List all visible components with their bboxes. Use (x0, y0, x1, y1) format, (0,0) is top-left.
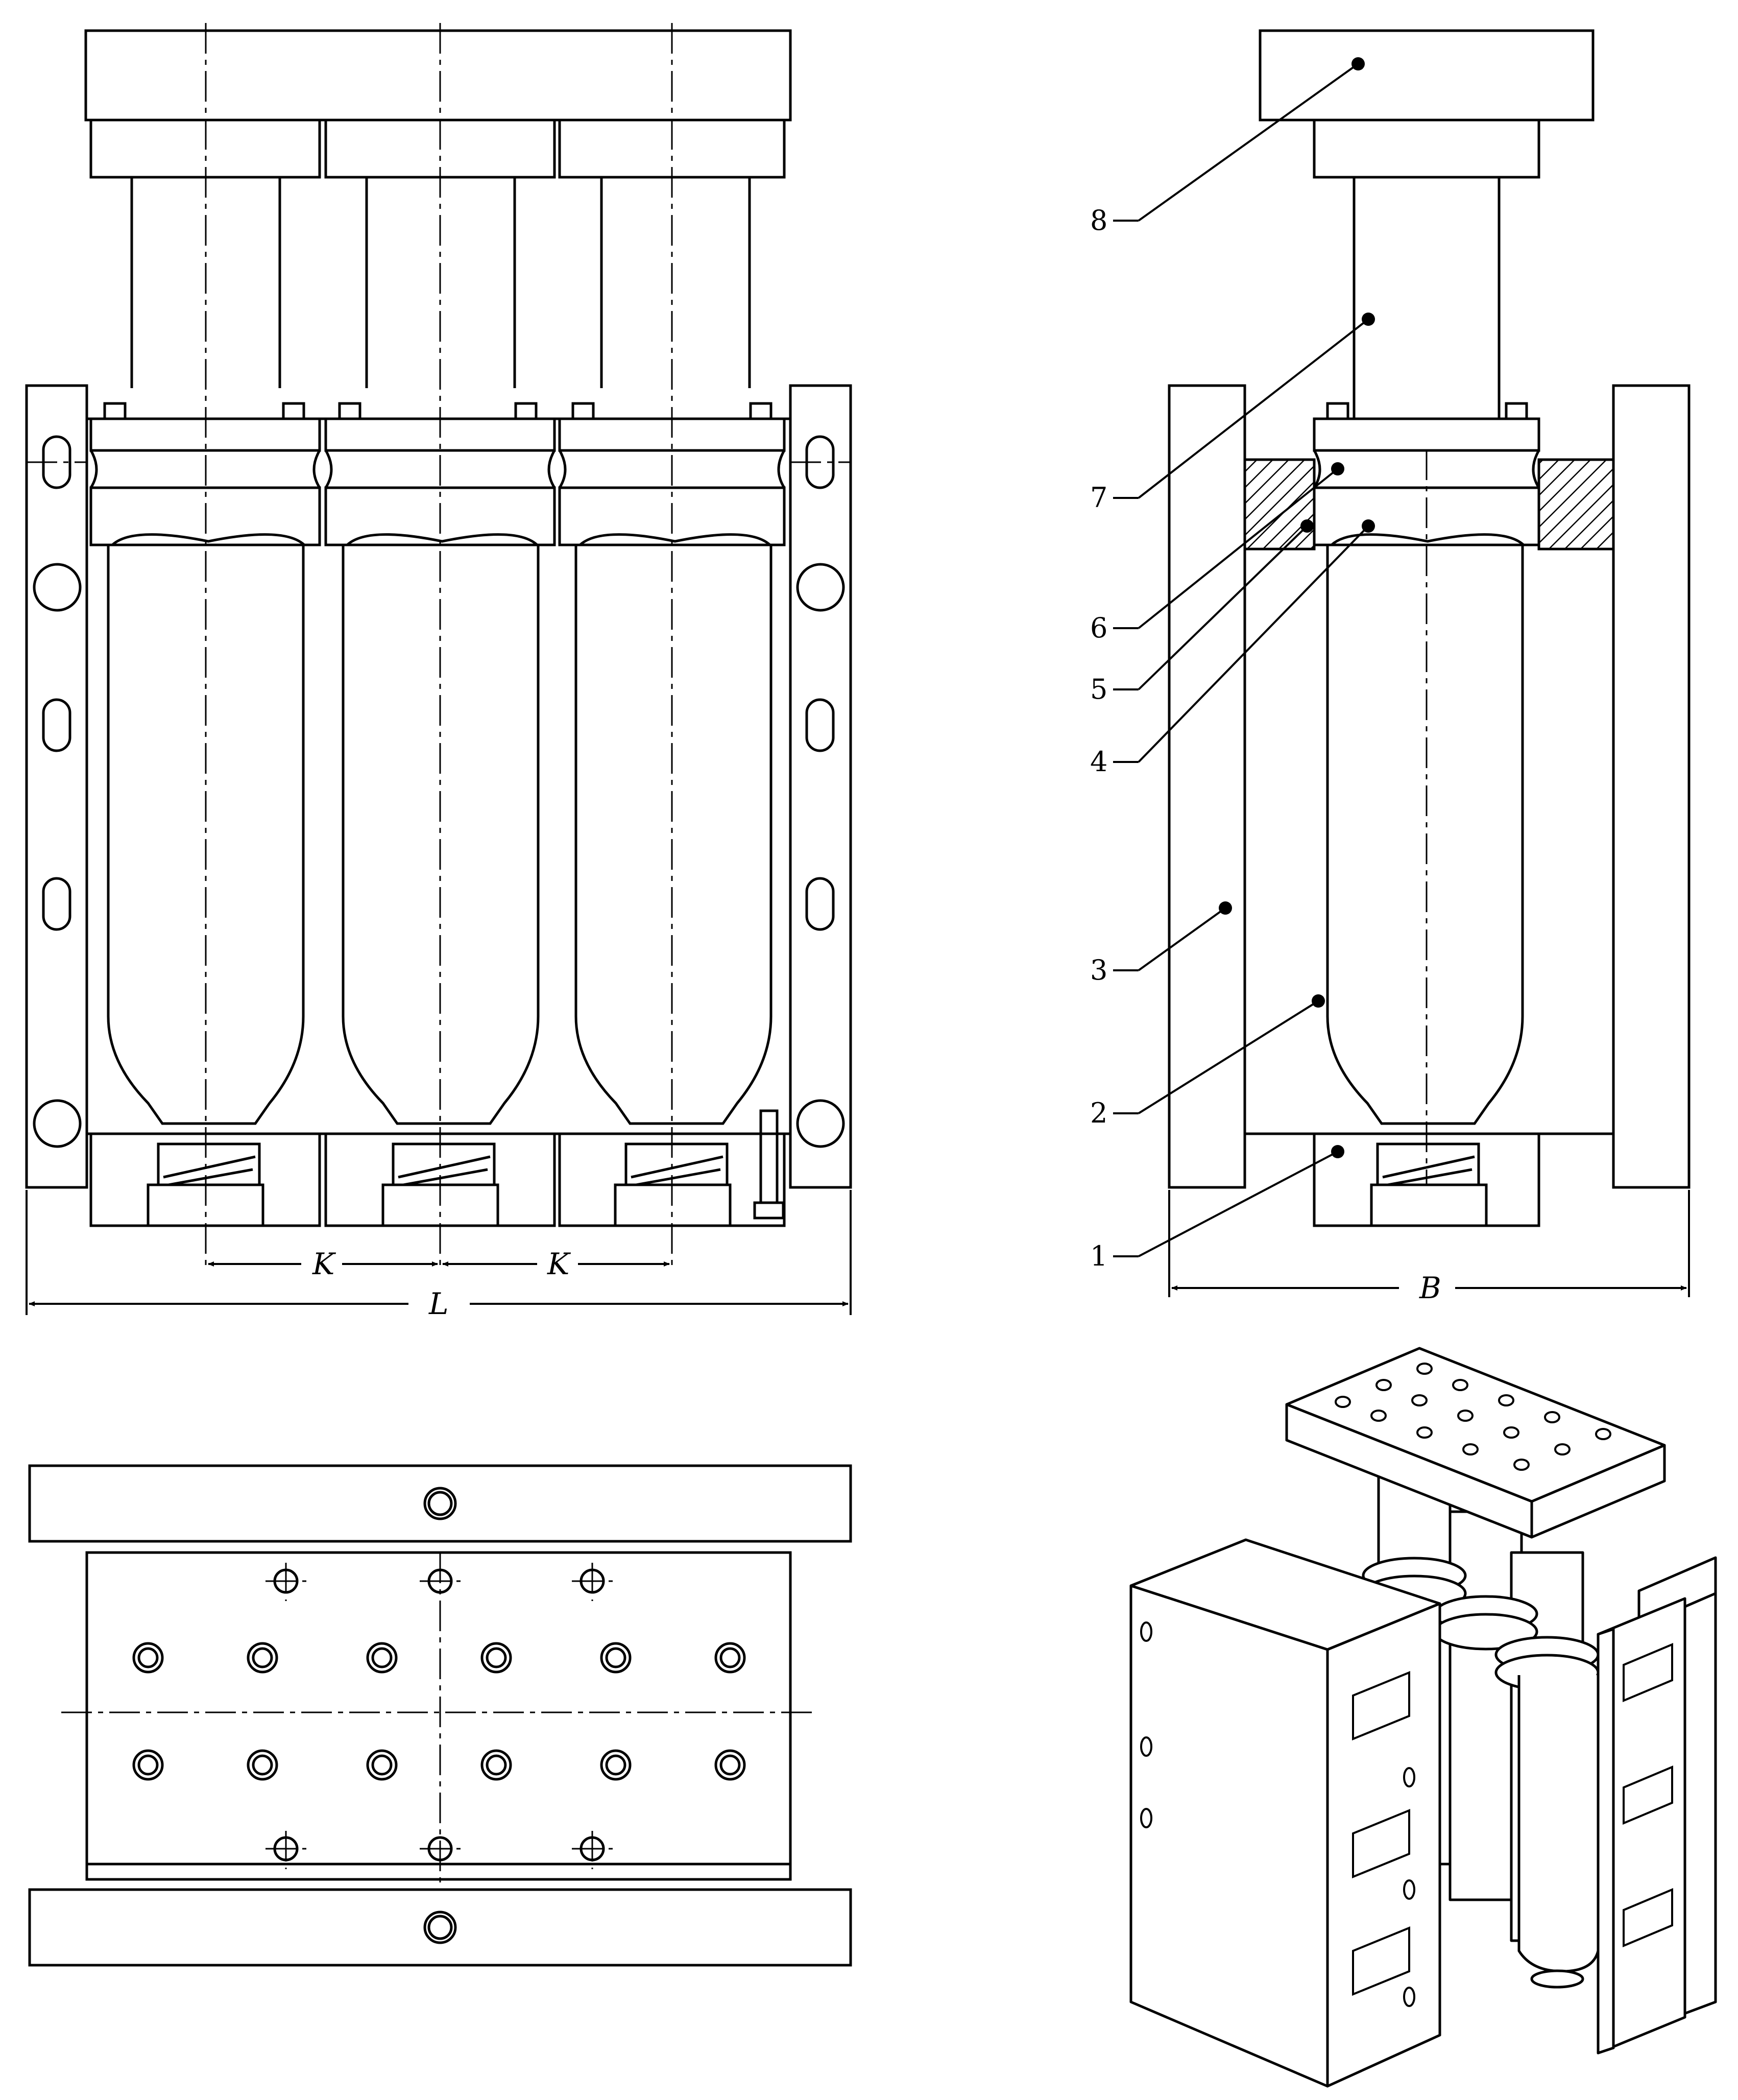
front-left-side-plate (25, 384, 88, 1189)
isometric-view (1129, 1347, 1717, 2088)
callout-label-2: 2 (1090, 1097, 1107, 1129)
front-top-plate (84, 29, 792, 122)
side-bottle-preform (1326, 545, 1524, 1125)
front-bottle-preform (107, 545, 305, 1125)
side-top-plate (1259, 29, 1595, 122)
callout-dots (1219, 57, 1375, 1158)
top-view-lower-plate (28, 1888, 852, 1967)
top-view-upper-plate (28, 1464, 852, 1543)
callout-label-3: 3 (1090, 954, 1107, 986)
front-bottle-preform (574, 545, 773, 1125)
width-dimension-label: B (1419, 1271, 1441, 1305)
front-bottle-preform (342, 545, 540, 1125)
iso-details (1140, 1363, 1673, 2007)
top-view-center-lines (61, 1553, 817, 1884)
length-dimension-label: L (428, 1286, 449, 1321)
front-view (25, 29, 852, 1227)
side-right-plate (1612, 384, 1691, 1189)
front-cavity-block (85, 417, 792, 1135)
side-hatched-section (1537, 458, 1615, 551)
callout-label-8: 8 (1090, 204, 1107, 236)
callout-label-7: 7 (1090, 482, 1107, 514)
callout-label-1: 1 (1090, 1240, 1107, 1272)
pitch-dimension-label: K (312, 1247, 336, 1281)
callout-label-5: 5 (1090, 673, 1107, 705)
callout-label-6: 6 (1090, 612, 1107, 644)
front-right-side-plate (789, 384, 852, 1189)
top-view-cooling-holes (132, 1568, 746, 1862)
front-dimensions (26, 1190, 852, 1315)
side-left-plate (1168, 384, 1246, 1189)
front-center-lines (27, 23, 851, 1267)
callout-leaders (1113, 63, 1369, 1257)
pitch-dimension-label: K (547, 1247, 571, 1281)
callout-label-4: 4 (1090, 746, 1107, 778)
side-dimensions (1168, 1190, 1690, 1297)
top-view-cavity-plate (85, 1551, 792, 1881)
